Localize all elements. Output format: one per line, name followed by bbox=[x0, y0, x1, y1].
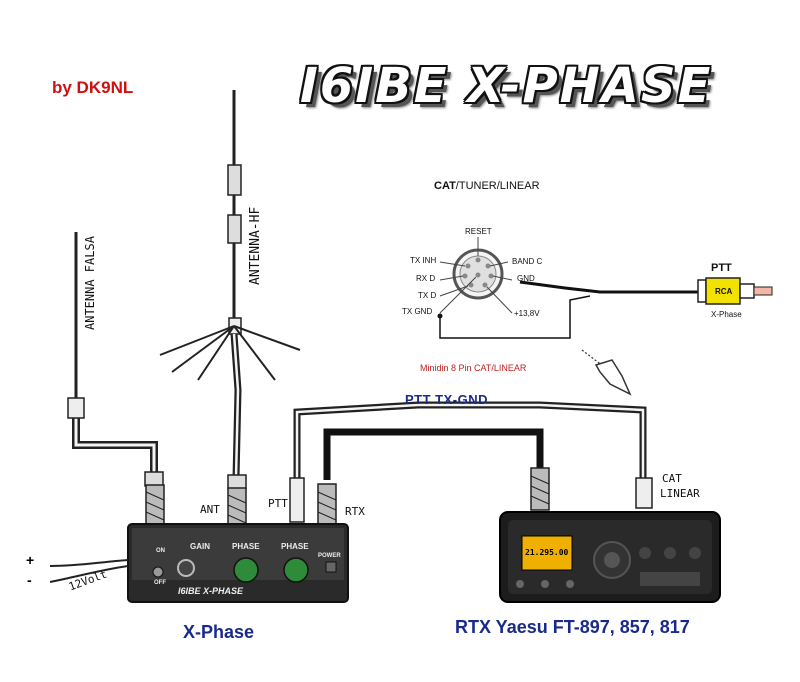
gain-label: GAIN bbox=[190, 542, 210, 551]
power-label: POWER bbox=[318, 553, 341, 559]
phase2-label: PHASE bbox=[281, 542, 309, 551]
ptt-cable bbox=[293, 401, 647, 480]
pin-reset: RESET bbox=[465, 227, 492, 236]
pin-band-c: BAND C bbox=[512, 257, 543, 266]
plus-label: + bbox=[26, 552, 35, 568]
rca-plug bbox=[697, 277, 773, 305]
radio-display: 21.295.00 bbox=[525, 548, 569, 557]
minidin-caption: Minidin 8 Pin CAT/LINEAR bbox=[420, 363, 527, 373]
phase1-label: PHASE bbox=[232, 542, 260, 551]
minidin-connector bbox=[437, 237, 700, 339]
pin-tx-inh: TX INH bbox=[410, 256, 437, 265]
diagram-title: I6IBE X-PHASE bbox=[300, 58, 713, 114]
linear-label: LINEAR bbox=[660, 487, 700, 500]
hf-antenna bbox=[159, 90, 301, 490]
ptt-plug-title: PTT bbox=[711, 262, 732, 274]
connector-title: CAT/TUNER/LINEAR bbox=[434, 180, 540, 192]
pin-rx-d: RX D bbox=[416, 274, 436, 283]
brand-label: I6IBE X-PHASE bbox=[178, 586, 244, 596]
ptt-plug-sub: X-Phase bbox=[711, 310, 742, 319]
power-leads bbox=[49, 559, 129, 583]
arrow-to-radio bbox=[581, 349, 632, 396]
off-label: OFF bbox=[154, 580, 166, 586]
rca-label: RCA bbox=[715, 287, 733, 296]
author-label: by DK9NL bbox=[52, 78, 134, 97]
pin-gnd: GND bbox=[517, 274, 535, 283]
minus-label: - bbox=[27, 572, 32, 588]
radio-connectors bbox=[530, 467, 653, 511]
cat-label: CAT bbox=[662, 472, 682, 485]
ptt-txgnd-label: PTT TX-GND bbox=[405, 392, 488, 407]
on-label: ON bbox=[156, 548, 165, 554]
fake-antenna-label: ANTENNA FALSA bbox=[83, 236, 97, 330]
xphase-connectors bbox=[145, 477, 337, 527]
xphase-unit bbox=[127, 523, 349, 603]
pin-13v8: +13,8V bbox=[514, 309, 540, 318]
radio-transceiver bbox=[499, 511, 721, 603]
hf-antenna-label: ANTENNA-HF bbox=[248, 206, 263, 285]
pin-tx-d: TX D bbox=[418, 291, 437, 300]
rtx-caption: RTX Yaesu FT-897, 857, 817 bbox=[455, 617, 690, 637]
ptt-label: PTT bbox=[268, 497, 288, 510]
ant-label: ANT bbox=[200, 503, 220, 516]
rtx-label: RTX bbox=[345, 505, 365, 518]
xphase-caption: X-Phase bbox=[183, 622, 255, 642]
pin-tx-gnd: TX GND bbox=[402, 307, 433, 316]
fake-antenna bbox=[67, 232, 164, 487]
rtx-cable bbox=[323, 428, 544, 480]
